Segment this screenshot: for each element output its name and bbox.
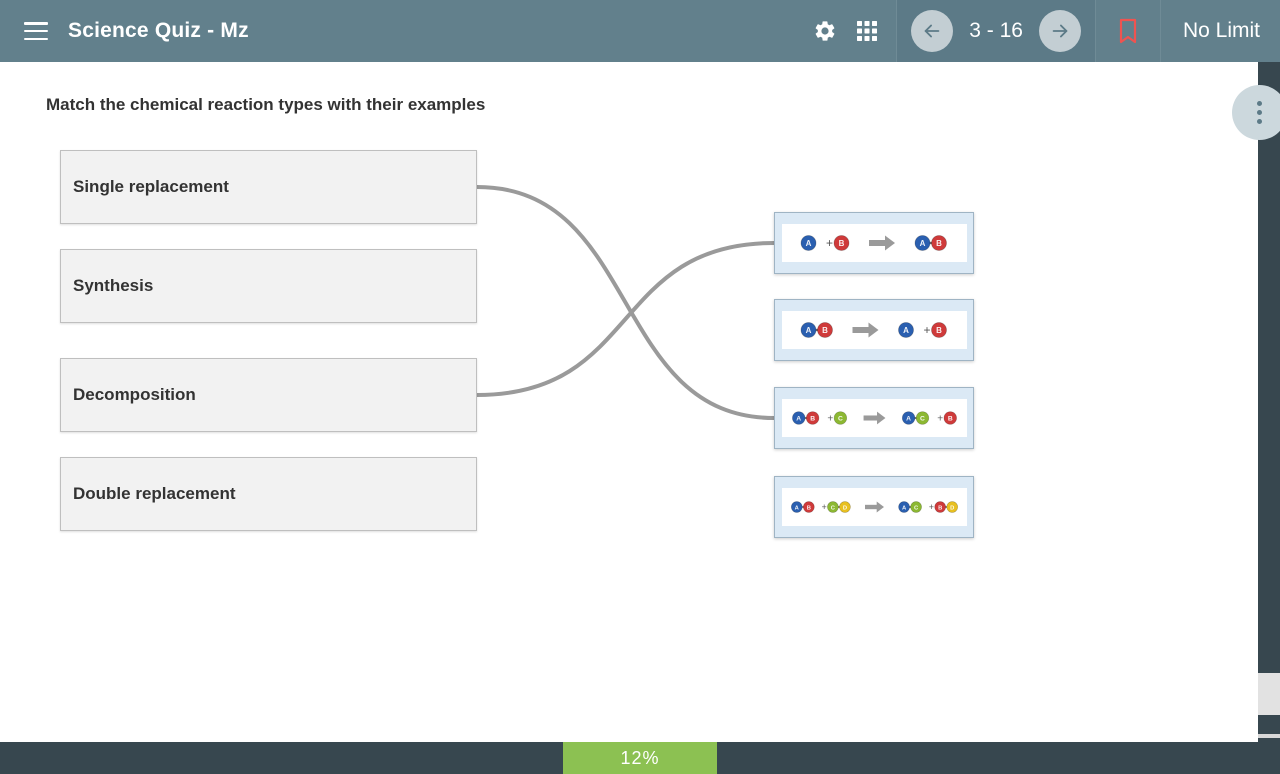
svg-text:D: D <box>842 505 846 511</box>
progress-footer: 12% <box>0 742 1280 774</box>
svg-text:D: D <box>950 505 954 511</box>
double-replacement-reaction-image: A B + C D A C + B D <box>781 488 967 526</box>
bookmark-button[interactable] <box>1096 0 1161 62</box>
right-scroll-rail[interactable] <box>1258 62 1280 774</box>
svg-text:A: A <box>920 239 926 248</box>
svg-text:A: A <box>806 326 812 335</box>
match-term-label: Single replacement <box>73 177 229 196</box>
svg-text:C: C <box>920 416 925 423</box>
match-example-card[interactable]: A B + C D A C + B D <box>774 476 974 538</box>
svg-text:+: + <box>827 413 833 424</box>
connector-line <box>475 185 776 420</box>
more-vertical-icon-dot <box>1257 101 1262 106</box>
match-term-label: Decomposition <box>73 385 196 404</box>
match-term-label: Synthesis <box>73 276 154 295</box>
synthesis-reaction-image: A + B A B <box>781 224 967 262</box>
single-replacement-reaction-image: A B + C A C + B <box>781 399 967 437</box>
scrollbar-thumb-secondary[interactable] <box>1258 734 1280 738</box>
time-limit-label: No Limit <box>1182 19 1260 42</box>
svg-text:B: B <box>936 326 942 335</box>
svg-text:B: B <box>822 326 828 335</box>
svg-text:+: + <box>821 502 826 512</box>
prev-page-button[interactable] <box>911 10 954 52</box>
svg-text:B: B <box>810 416 815 423</box>
svg-text:A: A <box>794 505 799 511</box>
svg-text:A: A <box>903 326 909 335</box>
svg-text:+: + <box>937 413 943 424</box>
match-term-box[interactable]: Double replacement <box>60 457 477 531</box>
svg-text:A: A <box>796 416 801 423</box>
more-options-button[interactable] <box>1232 85 1280 140</box>
page-navigation: 3 - 16 <box>896 0 1096 62</box>
next-page-button[interactable] <box>1038 10 1081 52</box>
match-example-card[interactable]: A + B A B <box>774 212 974 274</box>
svg-text:+: + <box>924 323 931 337</box>
svg-text:B: B <box>806 505 810 511</box>
svg-text:B: B <box>936 239 942 248</box>
gear-icon[interactable] <box>812 18 838 44</box>
svg-text:C: C <box>837 416 842 423</box>
svg-text:B: B <box>839 239 845 248</box>
match-term-box[interactable]: Single replacement <box>60 150 477 224</box>
more-vertical-icon-dot <box>1257 119 1262 124</box>
match-example-card[interactable]: A B + C A C + B <box>774 387 974 449</box>
progress-bar-fill: 12% <box>563 742 717 774</box>
svg-text:B: B <box>947 416 952 423</box>
progress-percent-label: 12% <box>620 747 660 768</box>
match-term-label: Double replacement <box>73 484 236 503</box>
question-prompt: Match the chemical reaction types with t… <box>46 95 486 114</box>
match-term-box[interactable]: Decomposition <box>60 358 477 432</box>
svg-text:A: A <box>806 239 812 248</box>
svg-text:+: + <box>928 502 933 512</box>
svg-text:C: C <box>830 505 835 511</box>
svg-text:+: + <box>826 236 833 250</box>
header-icon-group <box>796 0 896 62</box>
decomposition-reaction-image: A B A + B <box>781 311 967 349</box>
match-term-box[interactable]: Synthesis <box>60 249 477 323</box>
question-content: Match the chemical reaction types with t… <box>0 62 1258 742</box>
hamburger-menu-icon[interactable] <box>24 22 48 40</box>
svg-text:A: A <box>901 505 906 511</box>
connector-line <box>475 241 776 397</box>
page-counter: 3 - 16 <box>969 19 1023 42</box>
svg-text:A: A <box>906 416 911 423</box>
app-header: Science Quiz - Mz <box>0 0 1280 62</box>
more-vertical-icon-dot <box>1257 110 1262 115</box>
svg-text:C: C <box>913 505 918 511</box>
match-example-card[interactable]: A B A + B <box>774 299 974 361</box>
scrollbar-thumb[interactable] <box>1258 673 1280 715</box>
page-title: Science Quiz - Mz <box>68 19 249 42</box>
grid-apps-icon[interactable] <box>854 18 880 44</box>
header-actions: 3 - 16 No Limit <box>796 0 1280 62</box>
svg-text:B: B <box>938 505 942 511</box>
